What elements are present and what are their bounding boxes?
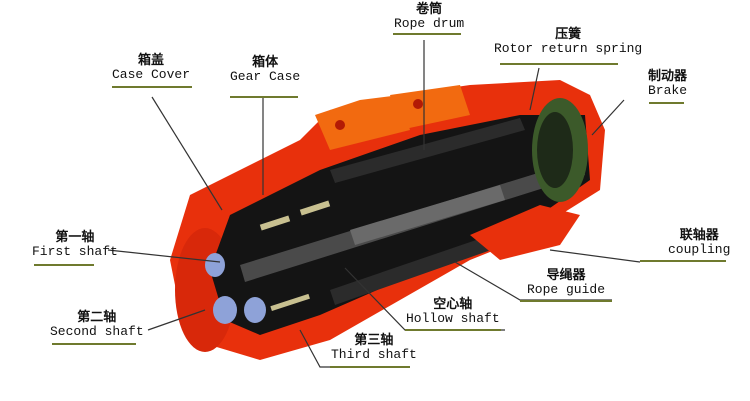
label-zh: 空心轴: [433, 297, 473, 312]
label-rope-drum: 卷筒 Rope drum: [394, 3, 464, 30]
label-coupling: 联轴器 coupling: [668, 229, 730, 256]
label-third-shaft: 第三轴 Third shaft: [331, 334, 417, 361]
label-zh: 联轴器: [679, 228, 719, 243]
label-gear-case: 箱体 Gear Case: [230, 56, 300, 83]
underline: [34, 264, 94, 266]
underline: [640, 260, 726, 262]
label-zh: 第三轴: [354, 333, 394, 348]
underline: [405, 329, 501, 331]
label-second-shaft: 第二轴 Second shaft: [50, 311, 144, 338]
leader-lines: [107, 40, 641, 368]
label-en: Third shaft: [331, 346, 417, 362]
label-en: Brake: [648, 82, 688, 98]
label-zh: 压簧: [555, 27, 582, 42]
label-en: Rope drum: [394, 15, 465, 31]
label-en: Gear Case: [230, 68, 301, 84]
rope-guide-housing: [470, 205, 580, 260]
label-first-shaft: 第一轴 First shaft: [32, 231, 118, 258]
label-zh: 卷筒: [416, 2, 443, 17]
underline: [393, 33, 461, 35]
label-en: Rope guide: [527, 281, 606, 297]
underline: [500, 63, 618, 65]
label-case-cover: 箱盖 Case Cover: [112, 54, 190, 81]
underline: [520, 300, 612, 302]
underline: [230, 96, 298, 98]
underline: [649, 102, 684, 104]
label-zh: 第一轴: [55, 230, 95, 245]
label-en: Second shaft: [50, 323, 144, 339]
label-zh: 第二轴: [77, 310, 117, 325]
label-brake: 制动器 Brake: [648, 70, 687, 97]
label-en: coupling: [668, 241, 731, 257]
label-en: Rotor return spring: [494, 40, 643, 56]
label-en: Hollow shaft: [406, 310, 500, 326]
label-zh: 导绳器: [546, 268, 586, 283]
label-zh: 制动器: [648, 69, 688, 84]
interior: [205, 98, 590, 335]
label-hollow-shaft: 空心轴 Hollow shaft: [406, 298, 500, 325]
label-zh: 箱盖: [138, 53, 165, 68]
label-rope-guide: 导绳器 Rope guide: [527, 269, 605, 296]
underline: [330, 366, 410, 368]
underline: [52, 343, 136, 345]
label-en: First shaft: [32, 243, 118, 259]
label-rotor-return-spring: 压簧 Rotor return spring: [494, 28, 642, 55]
underline: [112, 86, 192, 88]
label-en: Case Cover: [112, 66, 191, 82]
label-zh: 箱体: [252, 55, 279, 70]
